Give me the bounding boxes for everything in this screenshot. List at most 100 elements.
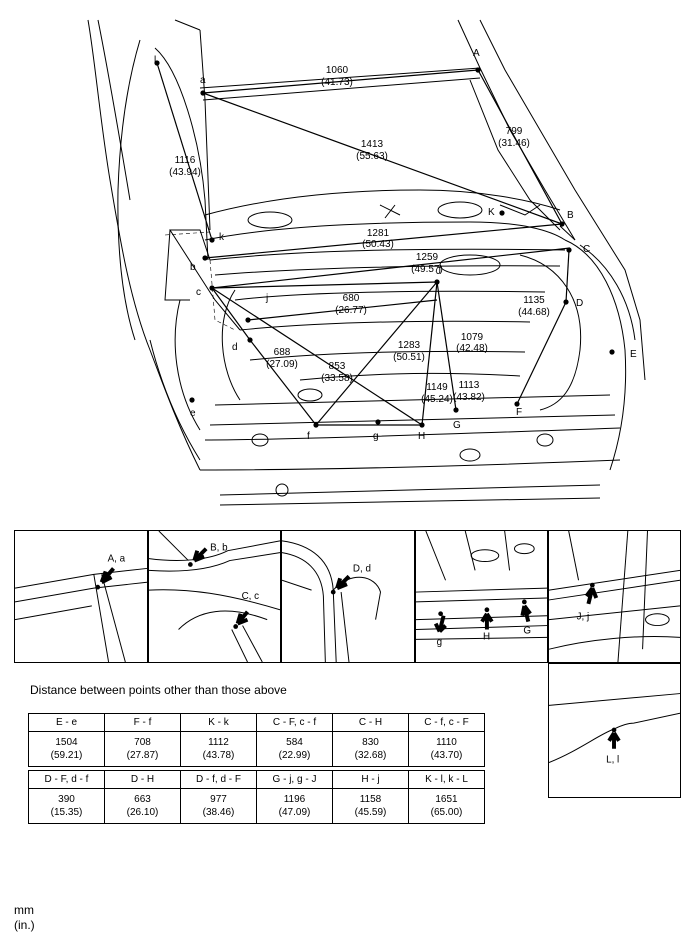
detail-label-C-c: C, c xyxy=(242,591,260,602)
point-label-E: E xyxy=(630,349,637,360)
value-in: (43.78) xyxy=(202,750,235,761)
table-header: G - j, g - J xyxy=(256,770,333,789)
point-label-e: e xyxy=(190,408,196,419)
point-label-k: k xyxy=(219,232,225,243)
point-label-F: F xyxy=(516,407,522,418)
dim-J-G: 1113 xyxy=(459,380,480,391)
detail-label-D-d: D, d xyxy=(353,563,371,574)
point-label-f: f xyxy=(307,431,310,442)
point-label-d: d xyxy=(232,342,238,353)
table-cell: 584 (22.99) xyxy=(256,731,333,767)
point-label-C: C xyxy=(583,244,590,255)
arrow-icon xyxy=(235,610,250,626)
dim-a-A: 1060 xyxy=(326,65,349,76)
table-header: D - f, d - F xyxy=(180,770,257,789)
dim-J-f-inch: (50.51) xyxy=(393,352,425,363)
detail-panel-D-d: D, d xyxy=(281,530,415,663)
dim-c-C-inch: (49.57) xyxy=(411,264,443,275)
dim-J-f: 1283 xyxy=(398,340,421,351)
table-header: F - f xyxy=(104,713,181,732)
point-label-D: D xyxy=(576,298,583,309)
unit-imperial: (in.) xyxy=(14,918,35,932)
arrow-icon xyxy=(433,615,447,633)
dim-l-k-inch: (43.94) xyxy=(169,167,201,178)
table-cell: 1504(59.21) xyxy=(28,731,105,767)
table-header: C - F, c - f xyxy=(256,713,333,732)
point-label-b: b xyxy=(190,262,196,273)
point-label-H: H xyxy=(418,431,425,442)
point-label-j: j xyxy=(265,293,268,304)
point-label-c: c xyxy=(196,287,201,298)
dim-a-A-inch: (41.73) xyxy=(321,77,353,88)
arrow-icon xyxy=(607,731,621,749)
table-header: E - e xyxy=(28,713,105,732)
point-label-l: l xyxy=(154,55,156,66)
detail-label-J-j: J, j xyxy=(577,612,590,623)
measurement-points xyxy=(154,60,615,428)
value-in: (47.09) xyxy=(278,807,311,818)
detail-panel-A-a: A, a xyxy=(14,530,148,663)
dim-C-D-inch: (44.68) xyxy=(518,307,550,318)
value-mm: 1196 xyxy=(283,794,306,805)
body-dimension-diagram: A a B b C c D d E e F f G g H J j K k l … xyxy=(87,19,646,506)
dim-a-B-inch: (55.63) xyxy=(356,151,388,162)
value-in: (22.99) xyxy=(278,750,311,761)
dim-J-G-inch: (43.82) xyxy=(453,392,485,403)
dim-J-H: 1149 xyxy=(426,382,448,393)
value-in: (32.68) xyxy=(354,750,387,761)
table-cell: 1196 (47.09) xyxy=(256,788,333,824)
table-cell: 1110 (43.70) xyxy=(408,731,485,767)
dim-d-f: 688 xyxy=(274,347,291,358)
table-cell: 1158 (45.59) xyxy=(332,788,409,824)
detail-label-B-b: B, b xyxy=(210,543,228,554)
value-mm: 390 xyxy=(58,794,75,805)
dim-b-B: 1281 xyxy=(367,228,390,239)
value-in: (38.46) xyxy=(202,807,235,818)
value-mm: 1158 xyxy=(359,794,382,805)
table-cell: 663(26.10) xyxy=(104,788,181,824)
detail-label-A-a: A, a xyxy=(108,554,126,565)
dim-a-B: 1413 xyxy=(361,139,384,150)
detail-label-L-l: L, l xyxy=(606,755,619,766)
value-mm: 1110 xyxy=(436,737,457,748)
value-mm: 1651 xyxy=(435,794,458,805)
arrow-icon xyxy=(99,567,115,584)
value-in: (45.59) xyxy=(354,807,387,818)
table-header: D - H xyxy=(104,770,181,789)
arrow-icon xyxy=(192,547,208,563)
detail-label-H: H xyxy=(483,631,490,642)
dim-l-k: 1116 xyxy=(175,155,196,166)
table-cell: 830(32.68) xyxy=(332,731,409,767)
table-cell: 977 (38.46) xyxy=(180,788,257,824)
dim-c-H-inch: (33.58) xyxy=(321,373,353,384)
value-mm: 708 xyxy=(134,737,151,748)
value-in: (43.70) xyxy=(430,750,463,761)
point-labels: A a B b C c D d E e F f G g H J j K k l xyxy=(154,48,637,442)
dim-A-B: 799 xyxy=(506,126,523,137)
detail-panel-B-b-C-c: B, b C, c xyxy=(148,530,281,663)
value-in: (65.00) xyxy=(430,807,463,818)
table-header: H - j xyxy=(332,770,409,789)
value-mm: 584 xyxy=(286,737,303,748)
value-in: (27.87) xyxy=(126,750,159,761)
point-label-g: g xyxy=(373,431,379,442)
dim-j-J: 680 xyxy=(343,293,360,304)
point-label-A: A xyxy=(473,48,480,59)
value-in: (59.21) xyxy=(50,750,83,761)
detail-label-g: g xyxy=(437,637,442,648)
dim-D-F-inch: (42.48) xyxy=(456,343,488,354)
table-cell: 1651 (65.00) xyxy=(408,788,485,824)
dim-D-F: 1079 xyxy=(461,332,484,343)
point-label-B: B xyxy=(567,210,574,221)
distance-table-1: E - e F - f K - k C - F, c - f C - H C -… xyxy=(28,713,485,767)
table-header: C - H xyxy=(332,713,409,732)
table-cell: 1112(43.78) xyxy=(180,731,257,767)
point-label-G: G xyxy=(453,420,461,431)
point-label-K: K xyxy=(488,207,495,218)
arrow-icon xyxy=(584,586,599,605)
value-mm: 977 xyxy=(210,794,227,805)
hidden-lines xyxy=(164,231,236,331)
arrow-icon xyxy=(520,604,532,623)
dim-c-H: 853 xyxy=(329,361,346,372)
detail-panel-L-l: L, l xyxy=(548,663,681,798)
